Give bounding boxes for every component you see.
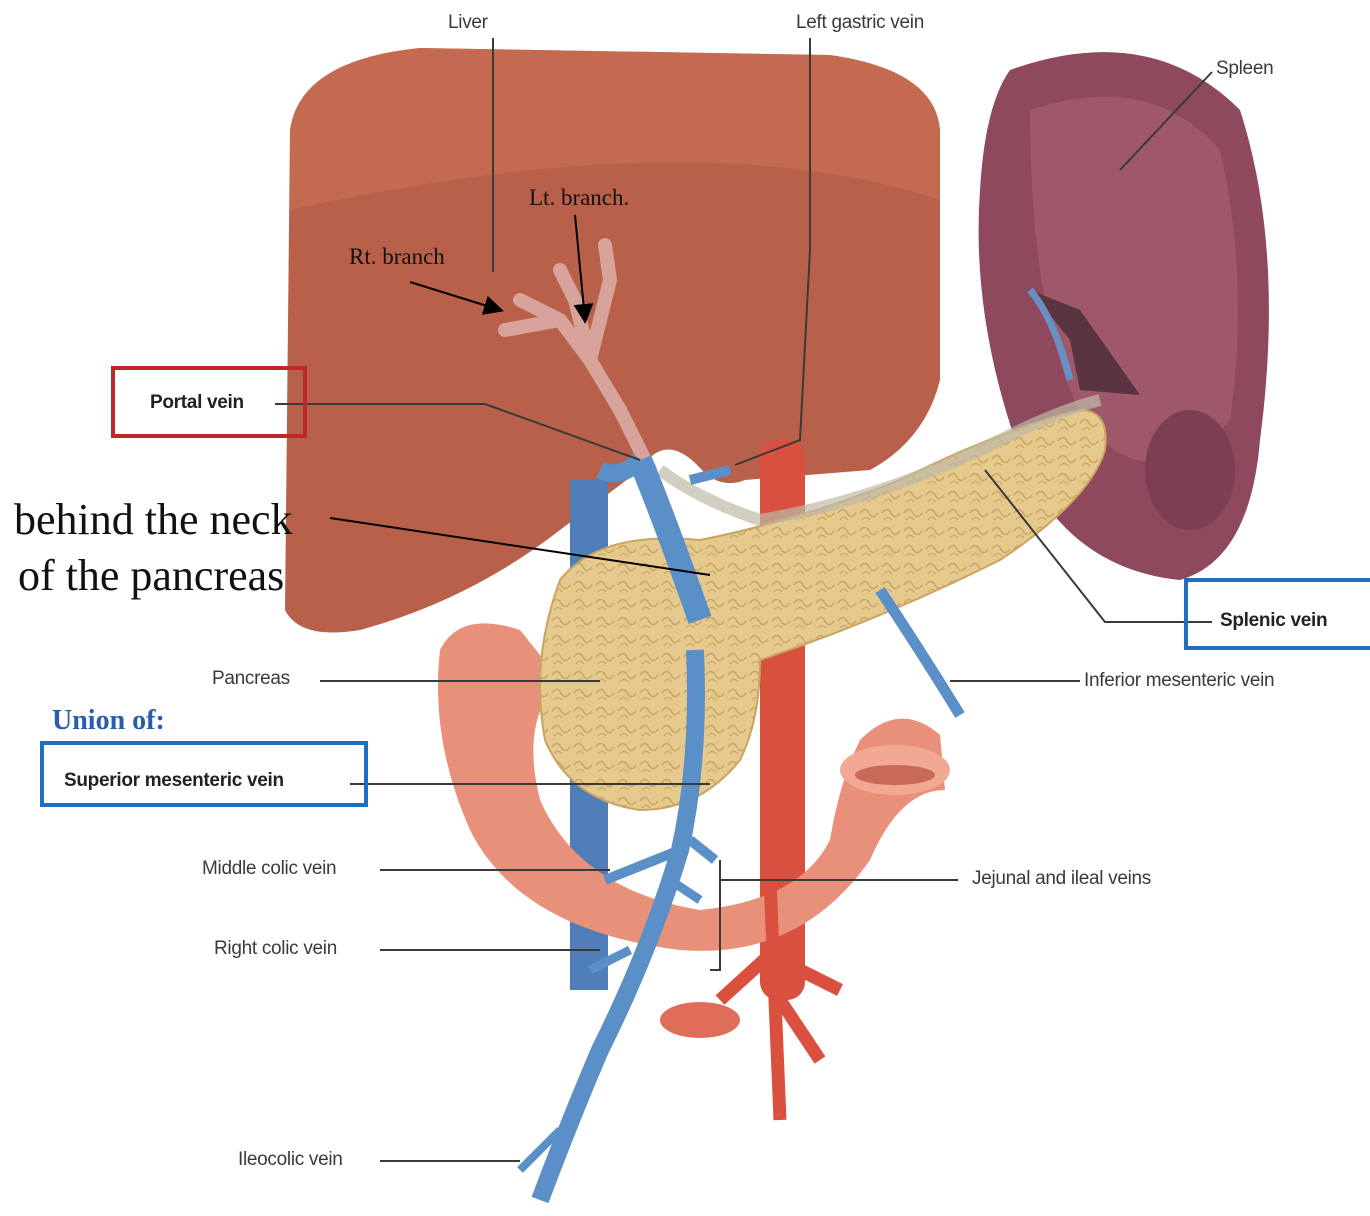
inferior-mesenteric-vein-label: Inferior mesenteric vein	[1084, 670, 1274, 692]
jejunal-ileal-veins-label: Jejunal and ileal veins	[972, 868, 1151, 890]
lt-branch-label: Lt. branch.	[529, 185, 629, 211]
middle-colic-vein-label: Middle colic vein	[202, 858, 336, 880]
liver-label: Liver	[448, 12, 488, 34]
neck-of-pancreas-label-line2: of the pancreas	[18, 550, 284, 601]
ileocolic-vein-label: Ileocolic vein	[238, 1149, 343, 1171]
neck-of-pancreas-label-line1: behind the neck	[14, 494, 293, 545]
pancreas-label: Pancreas	[212, 668, 290, 690]
rt-branch-label: Rt. branch	[349, 244, 445, 270]
left-gastric-vein-label: Left gastric vein	[796, 12, 924, 34]
inferior-mesenteric-vein	[880, 590, 960, 715]
right-colic-vein-label: Right colic vein	[214, 938, 337, 960]
spleen-label: Spleen	[1216, 58, 1273, 80]
superior-mesenteric-vein-label: Superior mesenteric vein	[64, 770, 284, 792]
splenic-vein-label: Splenic vein	[1220, 610, 1327, 632]
portal-vein-label: Portal vein	[150, 392, 244, 414]
union-of-label: Union of:	[52, 705, 165, 737]
